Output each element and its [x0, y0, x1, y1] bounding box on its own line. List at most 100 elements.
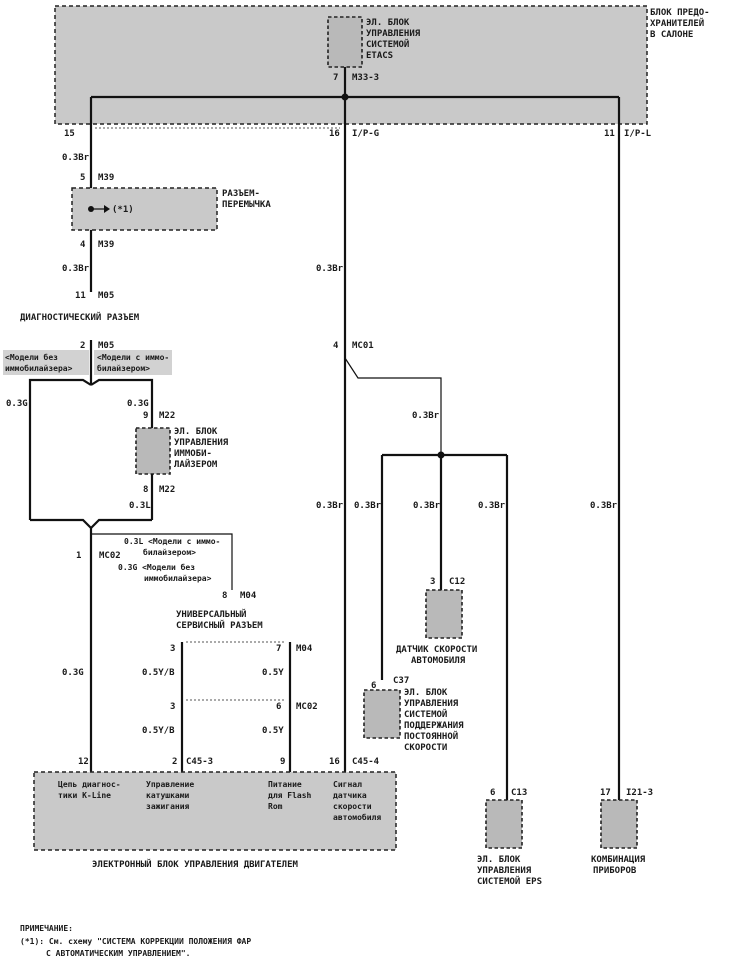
svg-text:УПРАВЛЕНИЯ: УПРАВЛЕНИЯ — [477, 866, 532, 876]
wire — [90, 378, 154, 428]
wire — [28, 378, 92, 520]
diagnostic-connector-label: ДИАГНОСТИЧЕСКИЙ РАЗЪЕМ — [20, 311, 140, 323]
pin-label: 4 — [80, 240, 86, 250]
pin-label: 2 — [172, 757, 177, 767]
svg-text:тики K-Line: тики K-Line — [58, 790, 111, 800]
pin-label: 6 — [276, 702, 281, 712]
svg-text:ХРАНИТЕЛЕЙ: ХРАНИТЕЛЕЙ — [650, 17, 704, 29]
model-tag — [3, 350, 89, 375]
svg-text:автомобиля: автомобиля — [333, 812, 381, 822]
wire-spec: 0.3Br — [478, 501, 506, 511]
svg-text:ЭЛ. БЛОК: ЭЛ. БЛОК — [174, 427, 218, 437]
svg-text:ETACS: ETACS — [366, 51, 393, 61]
wire-spec: 0.3Br — [412, 411, 440, 421]
pin-label: 7 — [333, 73, 338, 83]
model-immo-note: 0.3L <Модели с иммо- билайзером> — [124, 537, 220, 557]
wire — [91, 533, 233, 590]
pin-label: 17 — [600, 788, 611, 798]
svg-text:СИСТЕМОЙ EPS: СИСТЕМОЙ EPS — [477, 875, 542, 887]
pin-label: 16 — [329, 129, 340, 139]
pin-label: 3 — [170, 644, 175, 654]
svg-text:иммобилайзера>: иммобилайзера> — [144, 573, 212, 583]
engine-control-unit — [33, 771, 397, 851]
pin-label: 9 — [280, 757, 285, 767]
connector-label: M05 — [98, 291, 114, 301]
wire — [30, 518, 92, 529]
wire-spec: 0.3L — [129, 501, 151, 511]
connector-label: M39 — [98, 240, 114, 250]
wire-spec: 0.5Y — [262, 668, 284, 678]
wire-spec: 0.3Br — [62, 153, 90, 163]
svg-text:СКОРОСТИ: СКОРОСТИ — [404, 743, 447, 753]
wire-spec: 0.3G — [6, 399, 28, 409]
wire-spec: 0.3Br — [590, 501, 618, 511]
wire-spec: 0.5Y/B — [142, 726, 175, 736]
svg-text:Rom: Rom — [268, 802, 283, 811]
wire-spec: 0.3Br — [354, 501, 382, 511]
svg-text:Цепь диагнос-: Цепь диагнос- — [58, 780, 121, 789]
ecu-kline-label: Цепь диагнос- тики K-Line — [58, 780, 121, 800]
svg-text:иммобилайзера>: иммобилайзера> — [5, 363, 73, 373]
pin-label: 16 — [329, 757, 340, 767]
wire-spec: 0.3Br — [316, 501, 344, 511]
pin-label: 15 — [64, 129, 75, 139]
pin-label: 8 — [222, 591, 227, 601]
pin-label: 4 — [333, 341, 339, 351]
svg-text:0.3G <Модели без: 0.3G <Модели без — [118, 562, 195, 572]
connector-label: M04 — [296, 644, 313, 654]
svg-text:скорости: скорости — [333, 802, 372, 811]
pin-label: 3 — [170, 702, 175, 712]
svg-text:ПЕРЕМЫЧКА: ПЕРЕМЫЧКА — [222, 200, 271, 210]
svg-text:ДАТЧИК СКОРОСТИ: ДАТЧИК СКОРОСТИ — [396, 645, 477, 655]
connector-label: M05 — [98, 341, 114, 351]
svg-text:ЭЛ. БЛОК: ЭЛ. БЛОК — [366, 18, 410, 28]
svg-text:ЭЛ. БЛОК: ЭЛ. БЛОК — [404, 688, 448, 698]
pin-label: 8 — [143, 485, 148, 495]
svg-text:АВТОМОБИЛЯ: АВТОМОБИЛЯ — [411, 656, 466, 666]
svg-text:Управление: Управление — [146, 780, 194, 789]
model-tag — [94, 350, 172, 375]
svg-text:Питание: Питание — [268, 780, 302, 789]
wire-spec: 0.3G — [127, 399, 149, 409]
pin-label: 12 — [78, 757, 89, 767]
svg-text:Сигнал: Сигнал — [333, 780, 362, 789]
pin-label: 6 — [371, 681, 376, 691]
svg-text:ЭЛ. БЛОК: ЭЛ. БЛОК — [477, 855, 521, 865]
wire-spec: 0.5Y — [262, 726, 284, 736]
ecu-speed-label: Сигнал датчика скорости автомобиля — [333, 780, 381, 822]
fuse-block-label: БЛОК ПРЕДО- ХРАНИТЕЛЕЙ В САЛОНЕ — [650, 8, 710, 40]
reference-mark: (*1) — [112, 205, 134, 215]
pin-label: 11 — [604, 129, 615, 139]
eps-module — [485, 799, 523, 849]
model-immo-tag: <Модели с иммо- билайзером> — [97, 353, 169, 373]
svg-text:СИСТЕМОЙ: СИСТЕМОЙ — [366, 38, 409, 50]
immobilizer-label: ЭЛ. БЛОК УПРАВЛЕНИЯ ИММОБИ- ЛАЙЗЕРОМ — [174, 427, 229, 470]
wire — [90, 518, 152, 529]
etacs-label: ЭЛ. БЛОК УПРАВЛЕНИЯ СИСТЕМОЙ ETACS — [366, 18, 421, 61]
svg-text:БЛОК ПРЕДО-: БЛОК ПРЕДО- — [650, 8, 710, 18]
connector-label: C12 — [449, 577, 465, 587]
ecu-flash-label: Питание для Flash Rom — [268, 780, 312, 811]
connector-label: M39 — [98, 173, 114, 183]
svg-text:ПРИМЕЧАНИЕ:: ПРИМЕЧАНИЕ: — [20, 924, 73, 933]
connector-label: I21-3 — [626, 788, 653, 798]
svg-text:ЛАЙЗЕРОМ: ЛАЙЗЕРОМ — [174, 458, 218, 470]
pin-label: 9 — [143, 411, 148, 421]
svg-text:ПОСТОЯННОЙ: ПОСТОЯННОЙ — [404, 730, 458, 742]
svg-text:КОМБИНАЦИЯ: КОМБИНАЦИЯ — [591, 855, 646, 865]
cruise-control-module — [363, 689, 401, 739]
connector-label: I/P-G — [352, 129, 379, 139]
wire-spec: 0.3Br — [62, 264, 90, 274]
svg-text:<Модели без: <Модели без — [5, 352, 58, 362]
connector-label: C45-3 — [186, 757, 213, 767]
immobilizer-module — [135, 427, 171, 475]
cruise-control-label: ЭЛ. БЛОК УПРАВЛЕНИЯ СИСТЕМОЙ ПОДДЕРЖАНИЯ… — [404, 688, 464, 753]
connector-label: M33-3 — [352, 73, 379, 83]
svg-text:В САЛОНЕ: В САЛОНЕ — [650, 30, 693, 40]
connector-label: C13 — [511, 788, 527, 798]
svg-text:билайзером>: билайзером> — [143, 547, 196, 557]
svg-text:УПРАВЛЕНИЯ: УПРАВЛЕНИЯ — [404, 699, 459, 709]
pin-label: 2 — [80, 341, 85, 351]
svg-text:УПРАВЛЕНИЯ: УПРАВЛЕНИЯ — [366, 29, 421, 39]
etacs-module — [327, 16, 363, 68]
